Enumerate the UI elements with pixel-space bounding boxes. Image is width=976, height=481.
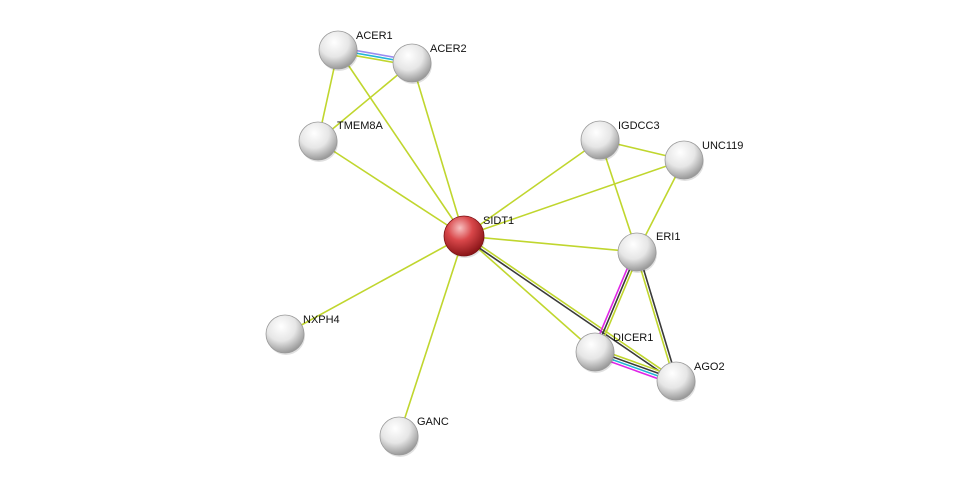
node-eri1[interactable]	[617, 232, 657, 273]
node-label-ago2: AGO2	[694, 361, 725, 373]
edge-tmem8a-sidt1-textmining[interactable]	[317, 140, 465, 237]
edge-sidt1-ago2-textmining[interactable]	[464, 234, 678, 381]
node-label-igdcc3: IGDCC3	[618, 120, 660, 132]
node-label-tmem8a: TMEM8A	[337, 120, 383, 132]
edge-sidt1-dicer1-textmining[interactable]	[463, 235, 596, 353]
node-dicer1[interactable]	[575, 332, 615, 373]
edge-sidt1-eri1-textmining[interactable]	[463, 235, 638, 253]
node-sphere[interactable]	[318, 30, 358, 70]
edge-eri1-ago2-coexpression[interactable]	[637, 251, 679, 381]
edge-unc119-sidt1-textmining[interactable]	[463, 159, 685, 237]
node-label-eri1: ERI1	[656, 231, 681, 243]
node-tmem8a[interactable]	[298, 121, 338, 162]
edge-sidt1-ago2-coexpression[interactable]	[462, 236, 676, 383]
node-label-dicer1: DICER1	[613, 332, 654, 344]
node-label-acer1: ACER1	[356, 30, 393, 42]
edge-igdcc3-eri1-textmining[interactable]	[599, 139, 638, 253]
node-sphere[interactable]	[617, 232, 657, 272]
node-sphere[interactable]	[580, 120, 620, 160]
node-sphere[interactable]	[443, 215, 485, 257]
node-ago2[interactable]	[656, 361, 696, 402]
node-label-unc119: UNC119	[702, 140, 744, 152]
edge-igdcc3-sidt1-textmining[interactable]	[463, 139, 601, 237]
node-nxph4[interactable]	[265, 314, 305, 355]
edge-eri1-ago2-textmining[interactable]	[634, 252, 676, 382]
node-sphere[interactable]	[664, 140, 704, 180]
node-unc119[interactable]	[664, 140, 704, 181]
node-sphere[interactable]	[379, 416, 419, 456]
edge-acer2-sidt1-textmining[interactable]	[411, 62, 465, 237]
node-ganc[interactable]	[379, 416, 419, 457]
edge-sidt1-nxph4-textmining[interactable]	[284, 235, 465, 335]
node-label-ganc: GANC	[417, 416, 449, 428]
node-sphere[interactable]	[656, 361, 696, 401]
edge-acer2-tmem8a-textmining[interactable]	[317, 62, 413, 142]
node-igdcc3[interactable]	[580, 120, 620, 161]
node-label-acer2: ACER2	[430, 43, 467, 55]
node-sphere[interactable]	[392, 43, 432, 83]
node-sphere[interactable]	[298, 121, 338, 161]
edge-acer1-sidt1-textmining[interactable]	[337, 49, 465, 237]
node-acer2[interactable]	[392, 43, 432, 84]
node-sidt1[interactable]	[443, 215, 485, 258]
node-acer1[interactable]	[318, 30, 358, 71]
node-sphere[interactable]	[575, 332, 615, 372]
node-sphere[interactable]	[265, 314, 305, 354]
node-label-nxph4: NXPH4	[303, 314, 340, 326]
node-label-sidt1: SIDT1	[483, 215, 515, 227]
edge-sidt1-ganc-textmining[interactable]	[398, 235, 465, 437]
